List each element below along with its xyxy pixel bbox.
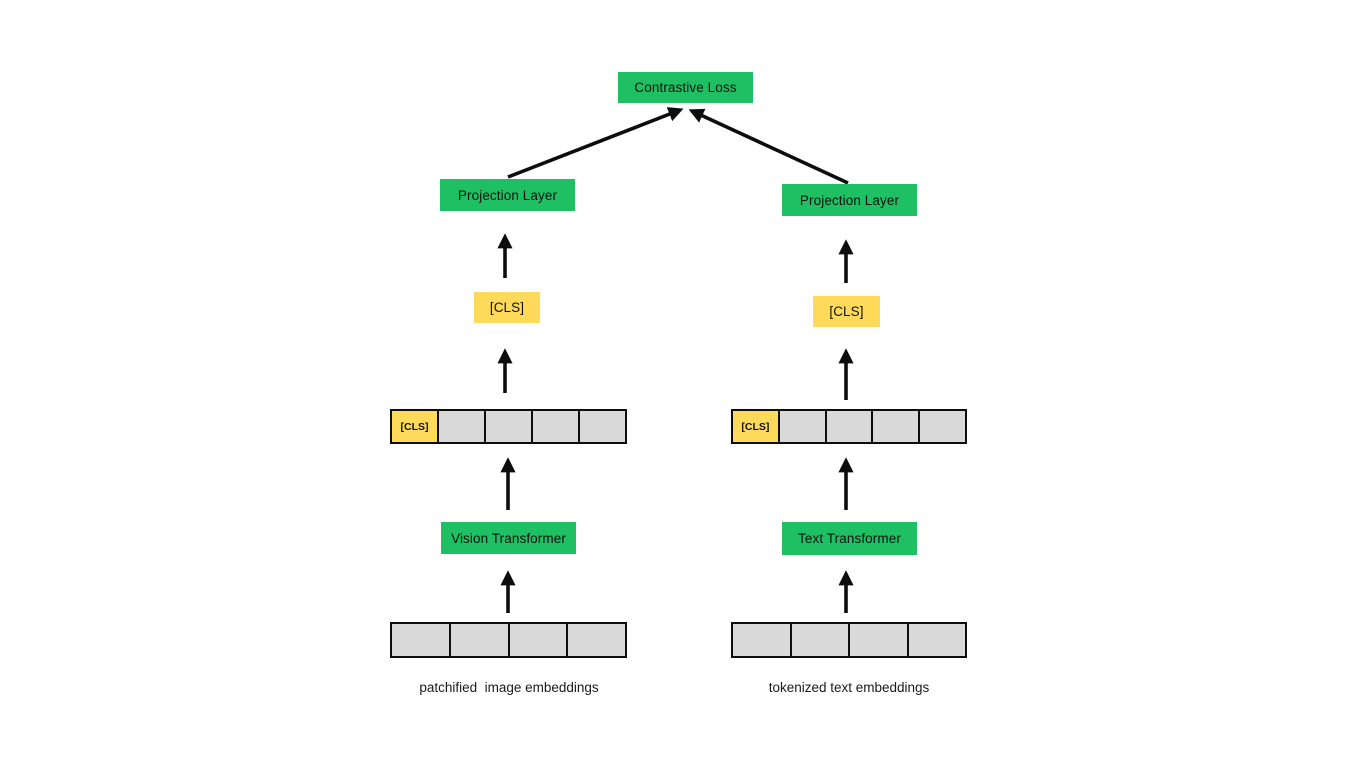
text-transformer-box: Text Transformer [782, 522, 917, 555]
token-cell [873, 411, 921, 442]
token-cell [533, 411, 580, 442]
caption-image-embeddings: patchified image embeddings [419, 680, 599, 695]
token-cell [486, 411, 533, 442]
token-cell [439, 411, 486, 442]
projection-layer-left-box: Projection Layer [440, 179, 575, 211]
token-cell-cls: [CLS] [392, 411, 439, 442]
embedding-cell [908, 624, 965, 656]
embedding-cell [850, 624, 909, 656]
token-cell [580, 411, 625, 442]
token-cell [826, 411, 874, 442]
projection-layer-right-box: Projection Layer [782, 184, 917, 216]
embedding-cell [568, 624, 625, 656]
arrow-right-projection-to-loss [688, 108, 849, 185]
embedding-row-left [390, 622, 627, 658]
cls-token-right-box: [CLS] [813, 296, 880, 327]
token-cell [920, 411, 965, 442]
embedding-cell [791, 624, 850, 656]
token-row-right: [CLS] [731, 409, 967, 444]
embedding-row-right [731, 622, 967, 658]
embedding-cell [450, 624, 510, 656]
embedding-cell [509, 624, 569, 656]
cls-token-left-box: [CLS] [474, 292, 540, 323]
embedding-cell [733, 624, 792, 656]
token-row-left: [CLS] [390, 409, 627, 444]
vision-transformer-box: Vision Transformer [441, 522, 576, 554]
token-cell-cls: [CLS] [733, 411, 780, 442]
contrastive-loss-box: Contrastive Loss [618, 72, 753, 103]
arrow-left-projection-to-loss [507, 107, 684, 179]
caption-text-embeddings: tokenized text embeddings [768, 680, 930, 695]
token-cell [779, 411, 827, 442]
embedding-cell [392, 624, 451, 656]
